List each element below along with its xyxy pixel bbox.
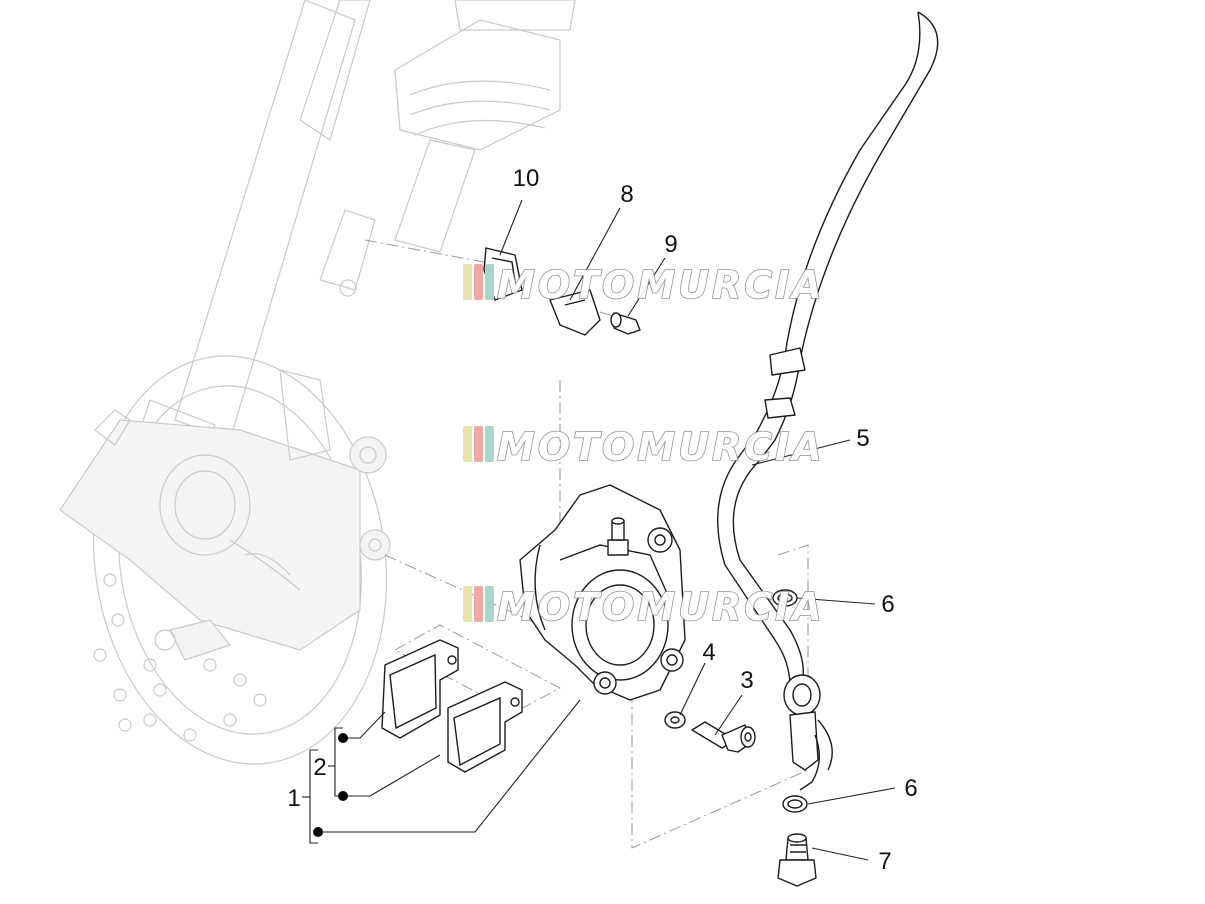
watermark-stripe — [485, 586, 494, 622]
callout-3: 3 — [740, 667, 753, 694]
ghost-fork-assembly — [59, 0, 576, 765]
watermark-stripe — [463, 264, 472, 300]
part-4-washer — [664, 711, 686, 729]
watermark-text: MOTOMURCIA — [497, 585, 825, 629]
watermark-stripe — [463, 586, 472, 622]
callout-6-upper: 6 — [881, 591, 894, 618]
watermark-stripe — [463, 426, 472, 462]
watermark-text: MOTOMURCIA — [497, 263, 825, 307]
callout-10: 10 — [513, 165, 540, 192]
watermark-text: MOTOMURCIA — [497, 425, 825, 469]
part-3-screw — [691, 721, 756, 753]
callout-9: 9 — [664, 231, 677, 258]
watermark-3: MOTOMURCIA — [463, 584, 825, 630]
part-9-pin — [610, 312, 641, 335]
watermark-stripe — [485, 264, 494, 300]
watermark-stripe — [474, 264, 483, 300]
callout-6-lower: 6 — [904, 775, 917, 802]
watermark-1: MOTOMURCIA — [463, 262, 825, 308]
leader-lines — [302, 199, 896, 861]
part-6-seal-upper — [772, 589, 798, 607]
callout-7: 7 — [878, 848, 891, 875]
callout-4: 4 — [702, 639, 715, 666]
part-1-brake-caliper — [519, 484, 686, 701]
watermark-stripe — [474, 586, 483, 622]
bullet-dots — [313, 733, 348, 837]
watermark-stripe — [474, 426, 483, 462]
part-2-brake-pad-outer — [381, 639, 459, 739]
part-5-brake-hose — [717, 11, 939, 791]
callout-2: 2 — [313, 754, 326, 781]
part-2-brake-pad-inner — [447, 681, 523, 773]
callout-5: 5 — [856, 425, 869, 452]
part-6-seal-lower — [782, 795, 808, 813]
callout-1: 1 — [287, 785, 300, 812]
watermark-stripe — [485, 426, 494, 462]
callout-8: 8 — [620, 181, 633, 208]
watermark-2: MOTOMURCIA — [463, 424, 825, 470]
callout-labels: 10 8 9 5 6 4 3 2 1 6 7 — [287, 165, 917, 875]
part-7-banjo-bolt — [777, 833, 817, 887]
part-8-bracket — [549, 289, 621, 336]
